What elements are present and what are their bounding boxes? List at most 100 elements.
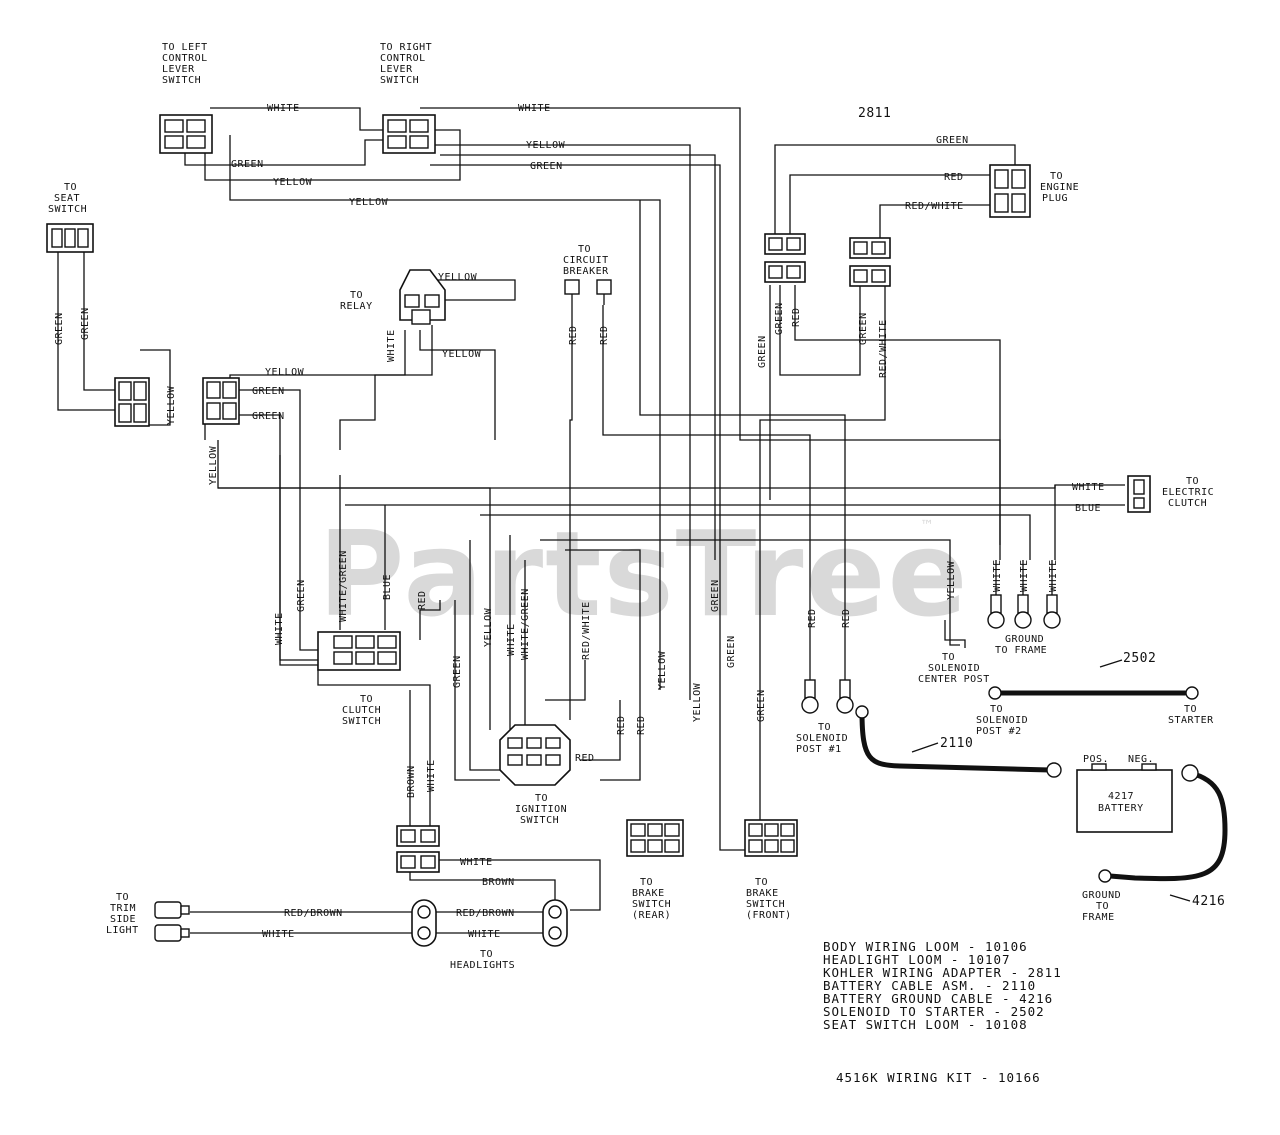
adapter-plugs — [764, 233, 891, 287]
label-brake-rear-4: (REAR) — [632, 910, 671, 921]
wire-label-white: WHITE — [262, 929, 295, 940]
wire-label-green: GREEN — [80, 307, 91, 340]
wire-label-yellow: YELLOW — [526, 140, 566, 151]
cable-4216-end-b — [1098, 869, 1112, 883]
label-sol-center-1: TO — [942, 652, 955, 663]
wire-label-red: RED — [599, 325, 610, 345]
leader-4216 — [1169, 894, 1191, 902]
label-headlights-1: TO — [480, 949, 493, 960]
watermark: PartsTree — [318, 505, 970, 643]
label-clutch-sw-3: SWITCH — [342, 716, 381, 727]
legend: BODY WIRING LOOM - 10106 HEADLIGHT LOOM … — [823, 939, 1061, 1085]
label-right-control-4: SWITCH — [380, 75, 419, 86]
legend-line: HEADLIGHT LOOM - 10107 — [823, 952, 1011, 967]
wire-label-green: GREEN — [726, 635, 737, 668]
label-sol-post2-1: TO — [990, 704, 1003, 715]
ground-rings — [987, 594, 1061, 629]
wire-label-red: RED — [636, 715, 647, 735]
legend-line: SOLENOID TO STARTER - 2502 — [823, 1004, 1045, 1019]
cable-2110-end-b — [1046, 762, 1062, 778]
wire-label-blue: BLUE — [1075, 503, 1101, 514]
label-starter-1: TO — [1184, 704, 1197, 715]
battery — [1076, 763, 1173, 833]
headlight-loom-plugs — [396, 825, 440, 873]
wires — [57, 107, 1125, 934]
label-batt-ground-1: GROUND — [1082, 890, 1121, 901]
wire-label-white-green: WHITE/GREEN — [338, 550, 349, 622]
label-brake-rear-1: TO — [640, 877, 653, 888]
cable-2502-end-b — [1185, 686, 1199, 700]
label-ground-frame-1: GROUND — [1005, 634, 1044, 645]
label-sol-post2-2: SOLENOID — [976, 715, 1028, 726]
ignition-switch-connector — [499, 724, 571, 786]
part-2502: 2502 — [1123, 651, 1156, 666]
wire-label-red: RED — [568, 325, 579, 345]
label-right-control-1: TO RIGHT — [380, 42, 432, 53]
wire-label-white: WHITE — [267, 103, 300, 114]
label-engine-1: TO — [1050, 171, 1063, 182]
part-2811: 2811 — [858, 106, 891, 121]
label-sol-post1-1: TO — [818, 722, 831, 733]
label-trim-3: SIDE — [110, 914, 136, 925]
label-starter-2: STARTER — [1168, 715, 1214, 726]
part-4216: 4216 — [1192, 894, 1225, 909]
label-ground-frame-2: TO FRAME — [995, 645, 1047, 656]
wire-label-yellow: YELLOW — [438, 272, 478, 283]
watermark-tm: ™ — [920, 518, 935, 534]
label-brake-rear-2: BRAKE — [632, 888, 665, 899]
label-clutch-e-3: CLUTCH — [1168, 498, 1207, 509]
leader-2502 — [1099, 659, 1123, 668]
cable-2110 — [859, 709, 1053, 773]
clutch-switch-connector — [317, 631, 401, 671]
wire-label-green: GREEN — [296, 579, 307, 612]
wire-label-brown: BROWN — [482, 877, 515, 888]
battery-neg: NEG. — [1128, 754, 1154, 765]
label-brake-front-2: BRAKE — [746, 888, 779, 899]
label-trim-1: TO — [116, 892, 129, 903]
wire-label-white: WHITE — [274, 612, 285, 645]
label-sol-post1-2: SOLENOID — [796, 733, 848, 744]
wire-label-green: GREEN — [710, 579, 721, 612]
legend-line: BATTERY GROUND CABLE - 4216 — [823, 991, 1053, 1006]
label-brake-front-4: (FRONT) — [746, 910, 792, 921]
wire-label-green: GREEN — [452, 655, 463, 688]
cable-4216 — [1107, 770, 1228, 882]
wire-label-red-white: RED/WHITE — [581, 601, 592, 660]
legend-line: BATTERY CABLE ASM. - 2110 — [823, 978, 1036, 993]
leader-2110 — [911, 742, 939, 753]
label-ign-1: TO — [535, 793, 548, 804]
label-brake-front-3: SWITCH — [746, 899, 785, 910]
wire-label-red: RED — [807, 608, 818, 628]
wire-label-red: RED — [417, 590, 428, 610]
wire-label-green: GREEN — [774, 302, 785, 335]
wire-label-yellow: YELLOW — [692, 682, 703, 722]
wire-label-red: RED — [791, 307, 802, 327]
label-engine-3: PLUG — [1042, 193, 1068, 204]
solenoid-post1-rings — [801, 679, 854, 714]
battery-model: 4217 — [1108, 791, 1134, 802]
wire-label-green: GREEN — [530, 161, 563, 172]
wire-labels-vertical: GREEN GREEN YELLOW WHITE RED RED GREEN G… — [54, 302, 1059, 798]
solenoid-center-lead — [944, 620, 966, 648]
label-ign-2: IGNITION — [515, 804, 567, 815]
wire-label-yellow: YELLOW — [265, 367, 305, 378]
label-brake-front-1: TO — [755, 877, 768, 888]
wire-label-red-brown: RED/BROWN — [456, 908, 515, 919]
label-breaker-2: CIRCUIT — [563, 255, 609, 266]
brake-rear-connector — [626, 819, 684, 857]
label-trim-2: TRIM — [110, 903, 136, 914]
wire-label-yellow: YELLOW — [442, 349, 482, 360]
wire-label-yellow: YELLOW — [166, 385, 177, 425]
wire-label-yellow: YELLOW — [208, 445, 219, 485]
cables — [859, 690, 1228, 882]
label-batt-ground-2: TO — [1096, 901, 1109, 912]
right-control-connector — [382, 114, 436, 154]
relay-connector — [399, 269, 446, 325]
cable-2110-end-a — [855, 705, 869, 719]
legend-line: SEAT SWITCH LOOM - 10108 — [823, 1017, 1028, 1032]
seat-loom-connector — [114, 377, 150, 427]
wire-labels-horizontal: WHITE WHITE YELLOW GREEN GREEN YELLOW YE… — [231, 103, 1104, 940]
wire-label-yellow: YELLOW — [657, 650, 668, 690]
